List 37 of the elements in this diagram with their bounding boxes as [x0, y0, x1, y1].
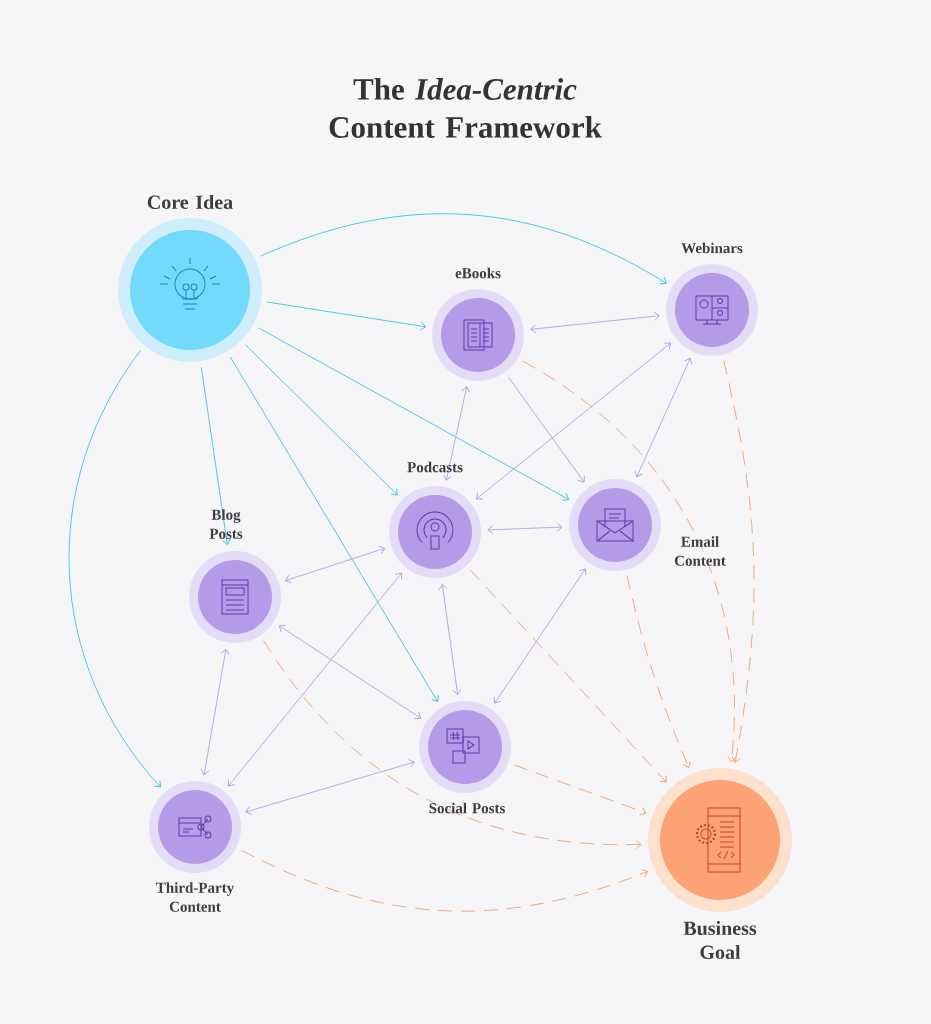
arrow [266, 301, 427, 331]
arrow [522, 360, 737, 763]
arrow [278, 624, 422, 720]
arrow [438, 583, 462, 696]
arrow [470, 569, 667, 783]
arrow [493, 568, 587, 704]
arrow [245, 344, 398, 496]
node-label: Webinars [681, 242, 743, 254]
arrow [258, 327, 570, 501]
arrow [229, 356, 439, 703]
node-label: Email Content [674, 536, 726, 566]
arrow [634, 357, 693, 478]
arrow [241, 849, 649, 912]
node-label: eBooks [455, 267, 501, 279]
arrow [284, 545, 386, 584]
arrow [227, 572, 403, 787]
title: The Idea-Centric Content Framework [329, 78, 602, 138]
node-label: Social Posts [429, 802, 505, 814]
arrow [513, 764, 647, 816]
arrow [626, 575, 691, 769]
arrow [530, 311, 660, 334]
arrow [200, 648, 230, 776]
arrow [487, 522, 563, 535]
arrow [723, 360, 755, 763]
node-label: Business Goal [683, 920, 757, 960]
arrow [263, 640, 642, 850]
node-label: Core Idea [147, 194, 233, 210]
arrow [475, 342, 672, 500]
arrow [68, 350, 161, 788]
arrow [443, 386, 470, 481]
arrow [200, 366, 231, 546]
node-label: Third-Party Content [156, 882, 235, 912]
arrow [508, 376, 585, 483]
node-label: Blog Posts [209, 509, 243, 539]
arrow [260, 213, 667, 285]
arrow [245, 759, 415, 815]
node-label: Podcasts [407, 461, 463, 473]
